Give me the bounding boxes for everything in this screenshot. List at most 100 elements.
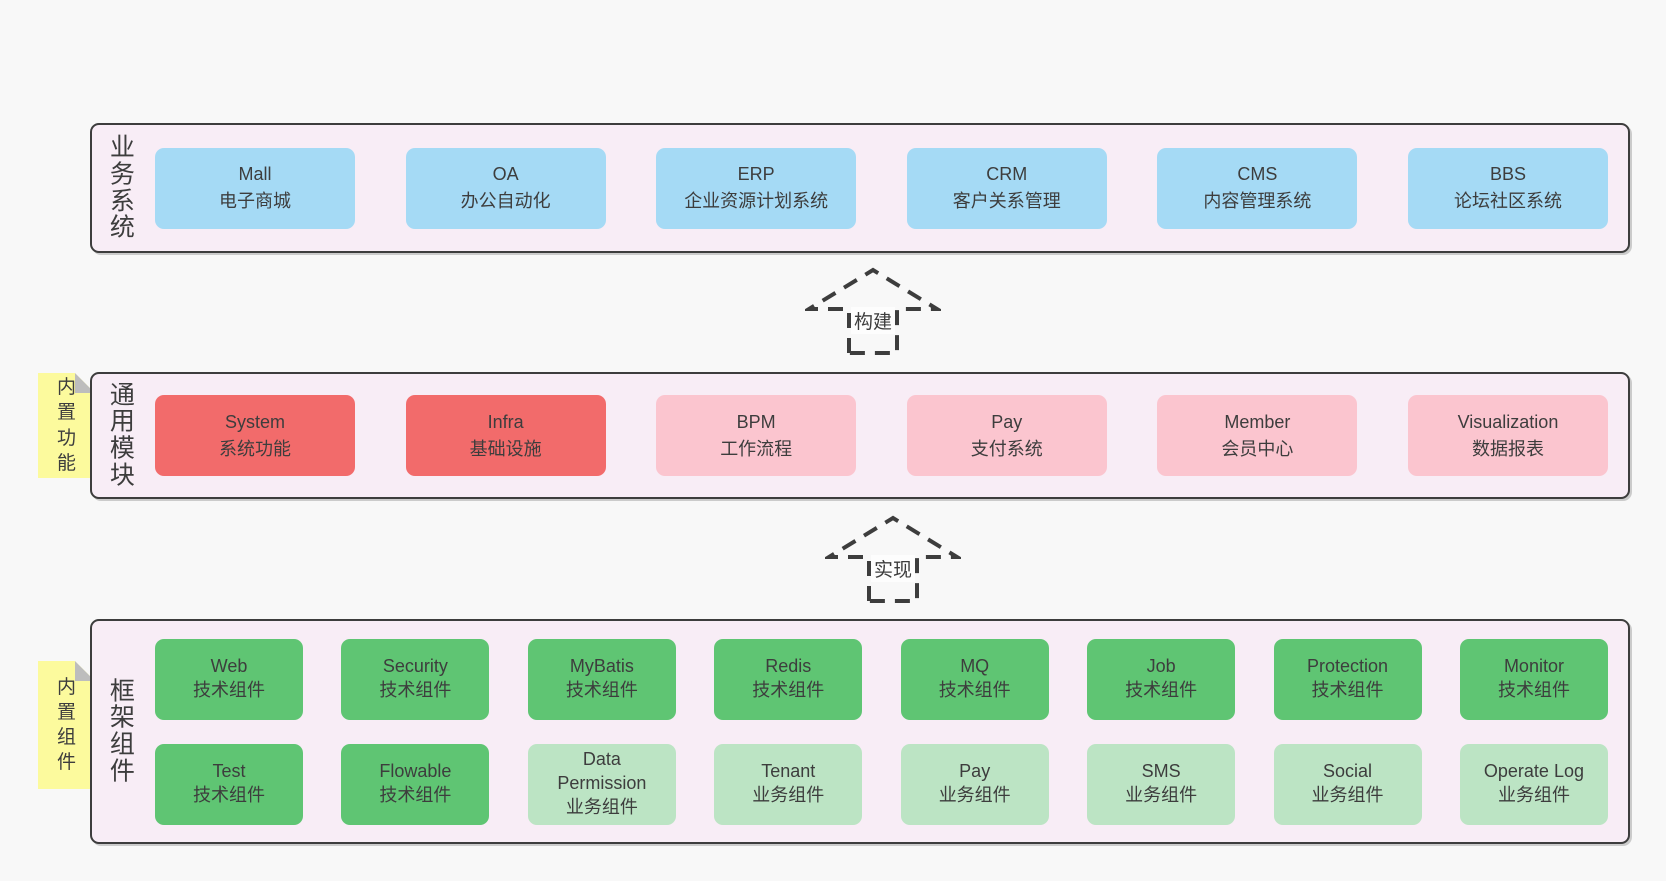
box-mq: MQ 技术组件 xyxy=(900,638,1049,720)
box-erp: ERP 企业资源计划系统 xyxy=(656,147,857,229)
box-job: Job 技术组件 xyxy=(1087,638,1236,720)
box-redis: Redis 技术组件 xyxy=(714,638,863,720)
layer-title-framework-components: 框架组件 xyxy=(109,677,135,786)
box-title: MyBatis xyxy=(569,656,634,677)
box-title: Flowable xyxy=(379,761,452,782)
box-operate-log: Operate Log 业务组件 xyxy=(1459,743,1608,825)
box-visualization: Visualization 数据报表 xyxy=(1407,395,1608,476)
box-subtitle: 业务组件 xyxy=(1311,785,1384,805)
box-title: Pay xyxy=(959,761,991,782)
box-subtitle: 数据报表 xyxy=(1471,438,1544,459)
layer-business-systems: 业务系统 Mall 电子商城 OA 办公自动化 ERP 企业资源计划系统 CRM 客户关系管理… xyxy=(90,123,1630,253)
box-title: Job xyxy=(1146,656,1176,677)
box-subtitle: 业务组件 xyxy=(1125,785,1198,805)
box-title: MQ xyxy=(960,656,990,677)
box-bbs: BBS 论坛社区系统 xyxy=(1407,147,1608,229)
box-oa: OA 办公自动化 xyxy=(405,147,606,229)
box-bpm: BPM 工作流程 xyxy=(656,395,857,476)
box-subtitle: 技术组件 xyxy=(379,680,452,700)
box-title: BPM xyxy=(736,411,776,432)
box-title: Web xyxy=(210,656,248,677)
box-title: CMS xyxy=(1237,164,1278,184)
box-monitor: Monitor 技术组件 xyxy=(1459,638,1608,720)
box-subtitle: 系统功能 xyxy=(219,438,291,459)
box-rows: Mall 电子商城 OA 办公自动化 ERP 企业资源计划系统 CRM 客户关系管理 CMS 内容… xyxy=(155,125,1608,251)
sticky-note-built-in-features: 内置功能 xyxy=(38,373,95,478)
box-subtitle: 技术组件 xyxy=(379,785,452,805)
box-subtitle: 技术组件 xyxy=(193,680,265,700)
box-infra: Infra 基础设施 xyxy=(405,395,606,476)
box-subtitle: 技术组件 xyxy=(752,680,825,700)
up-block-arrow-icon xyxy=(825,515,961,603)
box-flowable: Flowable 技术组件 xyxy=(341,743,490,825)
box-subtitle: 技术组件 xyxy=(1497,680,1570,700)
box-title: Protection xyxy=(1307,656,1389,677)
box-subtitle: 电子商城 xyxy=(219,191,291,211)
box-subtitle: 办公自动化 xyxy=(460,191,551,211)
sticky-note-label: 内置组件 xyxy=(56,676,76,774)
box-title: Member xyxy=(1224,411,1291,432)
box-title: BBS xyxy=(1489,164,1526,184)
box-subtitle: 技术组件 xyxy=(938,680,1011,700)
box-title: Operate Log xyxy=(1483,761,1584,782)
box-title: Visualization xyxy=(1457,411,1559,432)
arrow-label-implement: 实现 xyxy=(870,555,916,582)
box-sms: SMS 业务组件 xyxy=(1087,743,1236,825)
box-title: Data Permission xyxy=(557,749,647,794)
box-crm: CRM 客户关系管理 xyxy=(906,147,1107,229)
box-subtitle: 业务组件 xyxy=(1497,785,1570,805)
arrow-label-build: 构建 xyxy=(850,307,896,334)
box-title: Security xyxy=(382,656,448,677)
sticky-note-label: 内置功能 xyxy=(56,377,76,474)
implement-arrow: 实现 xyxy=(825,515,961,603)
sticky-note-built-in-components: 内置组件 xyxy=(38,661,95,789)
box-subtitle: 技术组件 xyxy=(565,680,638,700)
box-mall: Mall 电子商城 xyxy=(155,147,355,229)
box-subtitle: 技术组件 xyxy=(1125,680,1198,700)
layer-title-common-modules: 通用模块 xyxy=(109,381,135,490)
box-subtitle: 业务组件 xyxy=(938,785,1011,805)
box-subtitle: 技术组件 xyxy=(1311,680,1384,700)
box-social: Social 业务组件 xyxy=(1273,743,1422,825)
box-title: Pay xyxy=(991,411,1023,432)
box-subtitle: 客户关系管理 xyxy=(952,191,1061,211)
box-title: Social xyxy=(1323,761,1373,782)
box-subtitle: 工作流程 xyxy=(720,438,793,459)
box-subtitle: 内容管理系统 xyxy=(1203,191,1312,211)
build-arrow: 构建 xyxy=(805,267,941,355)
box-title: OA xyxy=(492,164,519,184)
up-block-arrow-icon xyxy=(805,267,941,355)
box-title: Test xyxy=(212,761,246,782)
box-title: Infra xyxy=(487,411,524,432)
box-web: Web 技术组件 xyxy=(155,638,303,720)
box-title: SMS xyxy=(1141,761,1181,782)
box-subtitle: 支付系统 xyxy=(970,438,1043,459)
box-security: Security 技术组件 xyxy=(341,638,490,720)
box-title: ERP xyxy=(737,164,775,184)
box-subtitle: 企业资源计划系统 xyxy=(684,191,829,211)
box-title: Mall xyxy=(238,164,272,184)
box-row: Mall 电子商城 OA 办公自动化 ERP 企业资源计划系统 CRM 客户关系管理 CMS 内容… xyxy=(155,147,1608,229)
box-title: Tenant xyxy=(761,761,816,782)
box-title: Monitor xyxy=(1503,656,1564,677)
box-subtitle: 论坛社区系统 xyxy=(1453,191,1562,211)
box-mybatis: MyBatis 技术组件 xyxy=(527,638,676,720)
box-pay: Pay 支付系统 xyxy=(906,395,1107,476)
box-title: Redis xyxy=(765,656,812,677)
box-subtitle: 基础设施 xyxy=(469,438,542,459)
layer-title-business-systems: 业务系统 xyxy=(109,133,135,242)
box-title: CRM xyxy=(986,164,1028,184)
